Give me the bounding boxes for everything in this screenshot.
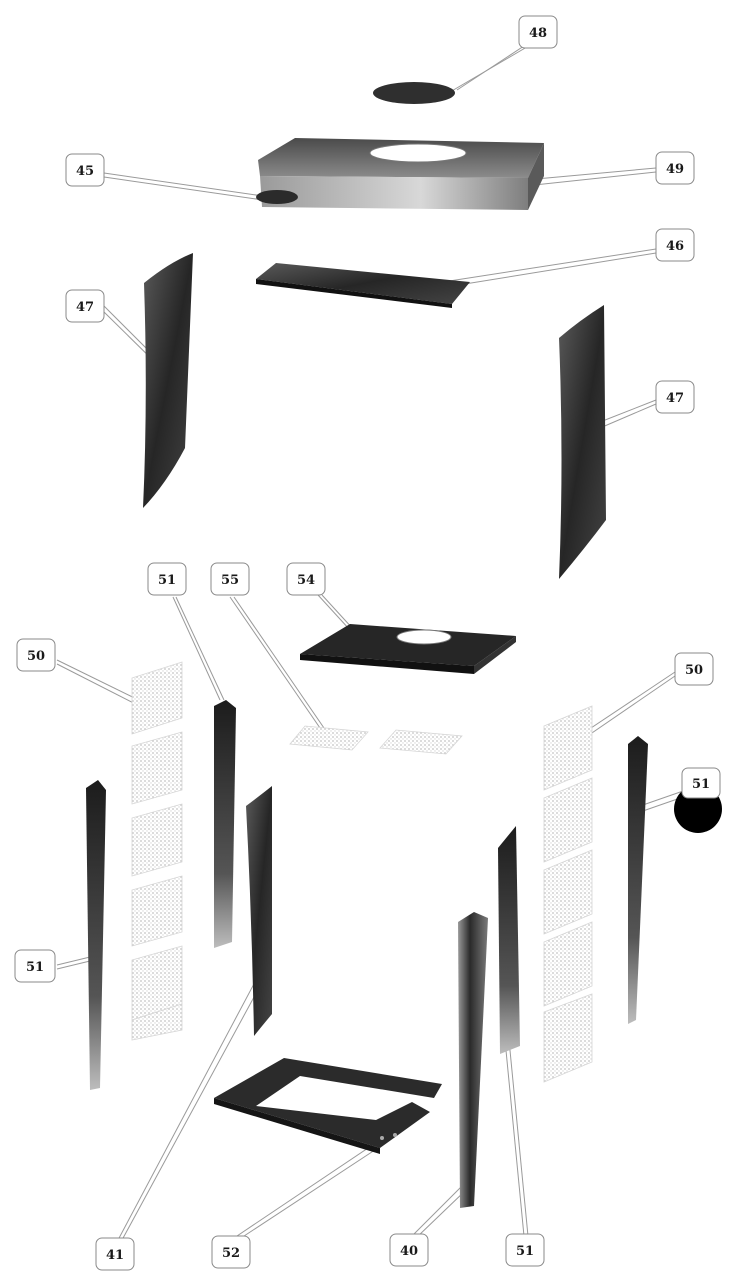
callout-40-label: 40 xyxy=(400,1244,418,1259)
part-50-right-bricks xyxy=(543,705,593,1083)
callout-47-right: 47 xyxy=(655,380,695,414)
leader-46 xyxy=(429,248,657,285)
part-50-left-bricks xyxy=(131,661,183,1041)
part-41-panel xyxy=(246,786,272,1036)
leader-49 xyxy=(524,167,657,181)
callout-51-left-label: 51 xyxy=(26,960,44,975)
part-46-plate xyxy=(256,263,470,308)
callout-45-label: 45 xyxy=(76,164,94,179)
callout-52: 52 xyxy=(211,1235,251,1269)
part-47-left-panel xyxy=(143,253,193,508)
callout-51-right: 51 xyxy=(681,767,721,799)
leader-41 xyxy=(117,979,257,1241)
leader-47-right xyxy=(599,399,657,423)
callout-51-top-label: 51 xyxy=(158,573,176,588)
callout-49: 49 xyxy=(655,151,695,185)
callout-51-left: 51 xyxy=(14,949,56,983)
leader-51-right xyxy=(639,789,687,807)
callout-41: 41 xyxy=(95,1237,135,1271)
callout-50-left: 50 xyxy=(16,638,56,672)
leader-54 xyxy=(317,594,351,631)
part-49-top-cover xyxy=(258,138,544,210)
callout-51-top: 51 xyxy=(147,562,187,596)
callout-47-right-label: 47 xyxy=(666,391,684,406)
leader-51-bottom xyxy=(504,1039,525,1237)
part-51-bar-bottom xyxy=(498,826,520,1054)
callout-49-label: 49 xyxy=(666,162,684,177)
part-51-bar-top-center xyxy=(214,700,236,948)
callout-46-label: 46 xyxy=(666,239,684,254)
part-54-plate xyxy=(300,624,516,674)
callout-50-left-label: 50 xyxy=(27,649,45,664)
callout-51-bottom: 51 xyxy=(505,1233,545,1267)
part-48-disc xyxy=(373,82,455,104)
part-52-u-frame xyxy=(214,1058,442,1154)
callout-54: 54 xyxy=(286,562,326,596)
leader-51-top xyxy=(172,596,221,701)
callout-45: 45 xyxy=(65,153,105,187)
part-47-right-panel xyxy=(559,305,606,579)
part-55-bricks xyxy=(289,725,463,755)
part-45-disc xyxy=(256,190,298,204)
leader-51-left xyxy=(56,956,91,966)
callout-41-label: 41 xyxy=(106,1248,124,1263)
callout-40: 40 xyxy=(389,1233,429,1267)
leader-40 xyxy=(411,1185,463,1237)
callout-55-label: 55 xyxy=(221,573,239,588)
callout-47-left: 47 xyxy=(65,289,105,323)
callout-48-label: 48 xyxy=(529,26,547,41)
callout-51-right-label: 51 xyxy=(692,777,710,792)
callout-51-bottom-label: 51 xyxy=(516,1244,534,1259)
callout-55: 55 xyxy=(210,562,250,596)
callout-50-right-label: 50 xyxy=(685,663,703,678)
leader-52 xyxy=(233,1139,381,1239)
callouts: 48 49 45 46 47 47 51 55 xyxy=(14,15,721,1271)
parts xyxy=(86,82,722,1208)
part-40-bar xyxy=(458,912,488,1208)
callout-50-right: 50 xyxy=(674,652,714,686)
part-51-bar-right xyxy=(628,736,648,1024)
leader-45 xyxy=(103,172,271,198)
callout-46: 46 xyxy=(655,228,695,262)
callout-47-left-label: 47 xyxy=(76,300,94,315)
callout-48: 48 xyxy=(518,15,558,49)
leader-55 xyxy=(229,596,321,729)
callout-54-label: 54 xyxy=(297,573,315,588)
callout-52-label: 52 xyxy=(222,1246,240,1261)
part-51-bar-left xyxy=(86,780,106,1090)
